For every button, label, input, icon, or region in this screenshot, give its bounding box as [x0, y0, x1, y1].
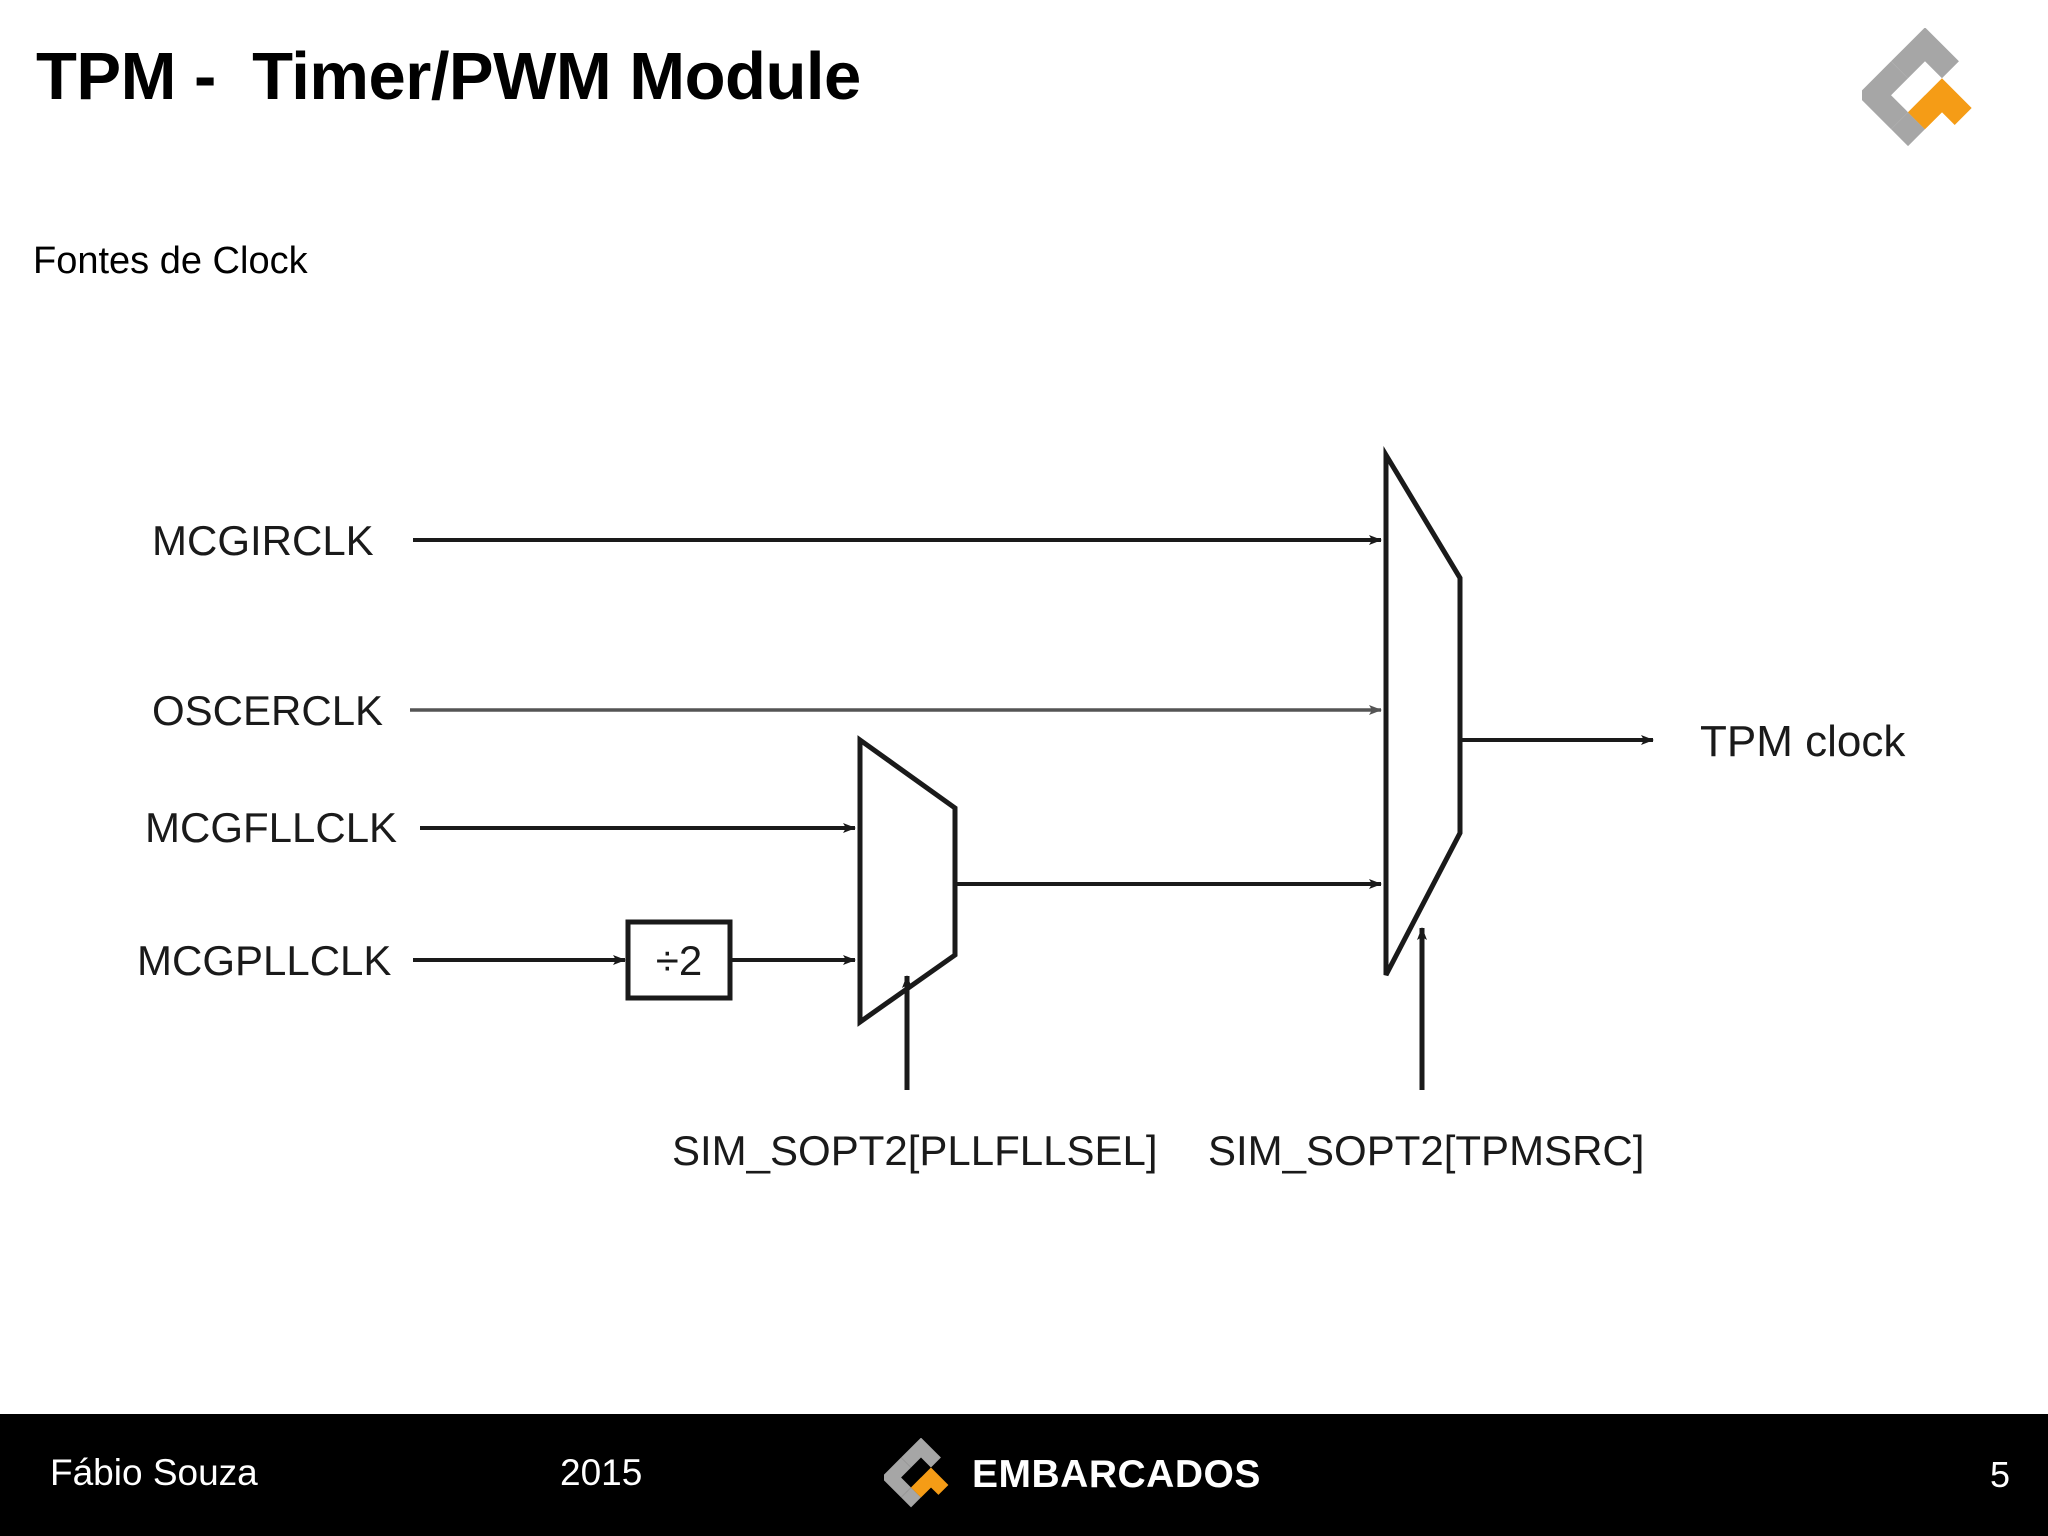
embarcados-diamond-logo-icon [1857, 27, 1988, 154]
footer-year: 2015 [560, 1452, 643, 1493]
select-label-tpmsrc: SIM_SOPT2[TPMSRC] [1208, 1127, 1644, 1174]
divider-block: ÷2 [625, 919, 733, 1001]
output-label-tpm-clock: TPM clock [1700, 717, 1906, 766]
page-number: 5 [1989, 1454, 2010, 1495]
footer-brand: EMBARCADOS [881, 1437, 1261, 1512]
embarcados-diamond-logo-icon [881, 1437, 958, 1512]
page-title: TPM - Timer/PWM Module [36, 39, 861, 114]
input-label-oscerclk: OSCERCLK [152, 687, 383, 734]
footer-author: Fábio Souza [50, 1452, 258, 1493]
select-label-pllfllsel: SIM_SOPT2[PLLFLLSEL] [672, 1127, 1158, 1174]
slide-footer: Fábio Souza 2015 EMBARCADOS 5 [0, 1414, 2048, 1536]
pllfllsel-mux [857, 735, 958, 1027]
clock-source-block-diagram: ÷2 MCGIRCLK OSCERCLK MCGFLLCLK MCGPL [0, 300, 2048, 1350]
input-label-mcgpllclk: MCGPLLCLK [137, 937, 391, 984]
divider-label: ÷2 [656, 937, 702, 984]
footer-brand-name: EMBARCADOS [972, 1453, 1261, 1496]
slide-subtitle: Fontes de Clock [33, 240, 308, 282]
input-label-mcgfllclk: MCGFLLCLK [145, 804, 397, 851]
input-label-mcgirclk: MCGIRCLK [152, 517, 374, 564]
tpmsrc-mux [1383, 445, 1463, 977]
